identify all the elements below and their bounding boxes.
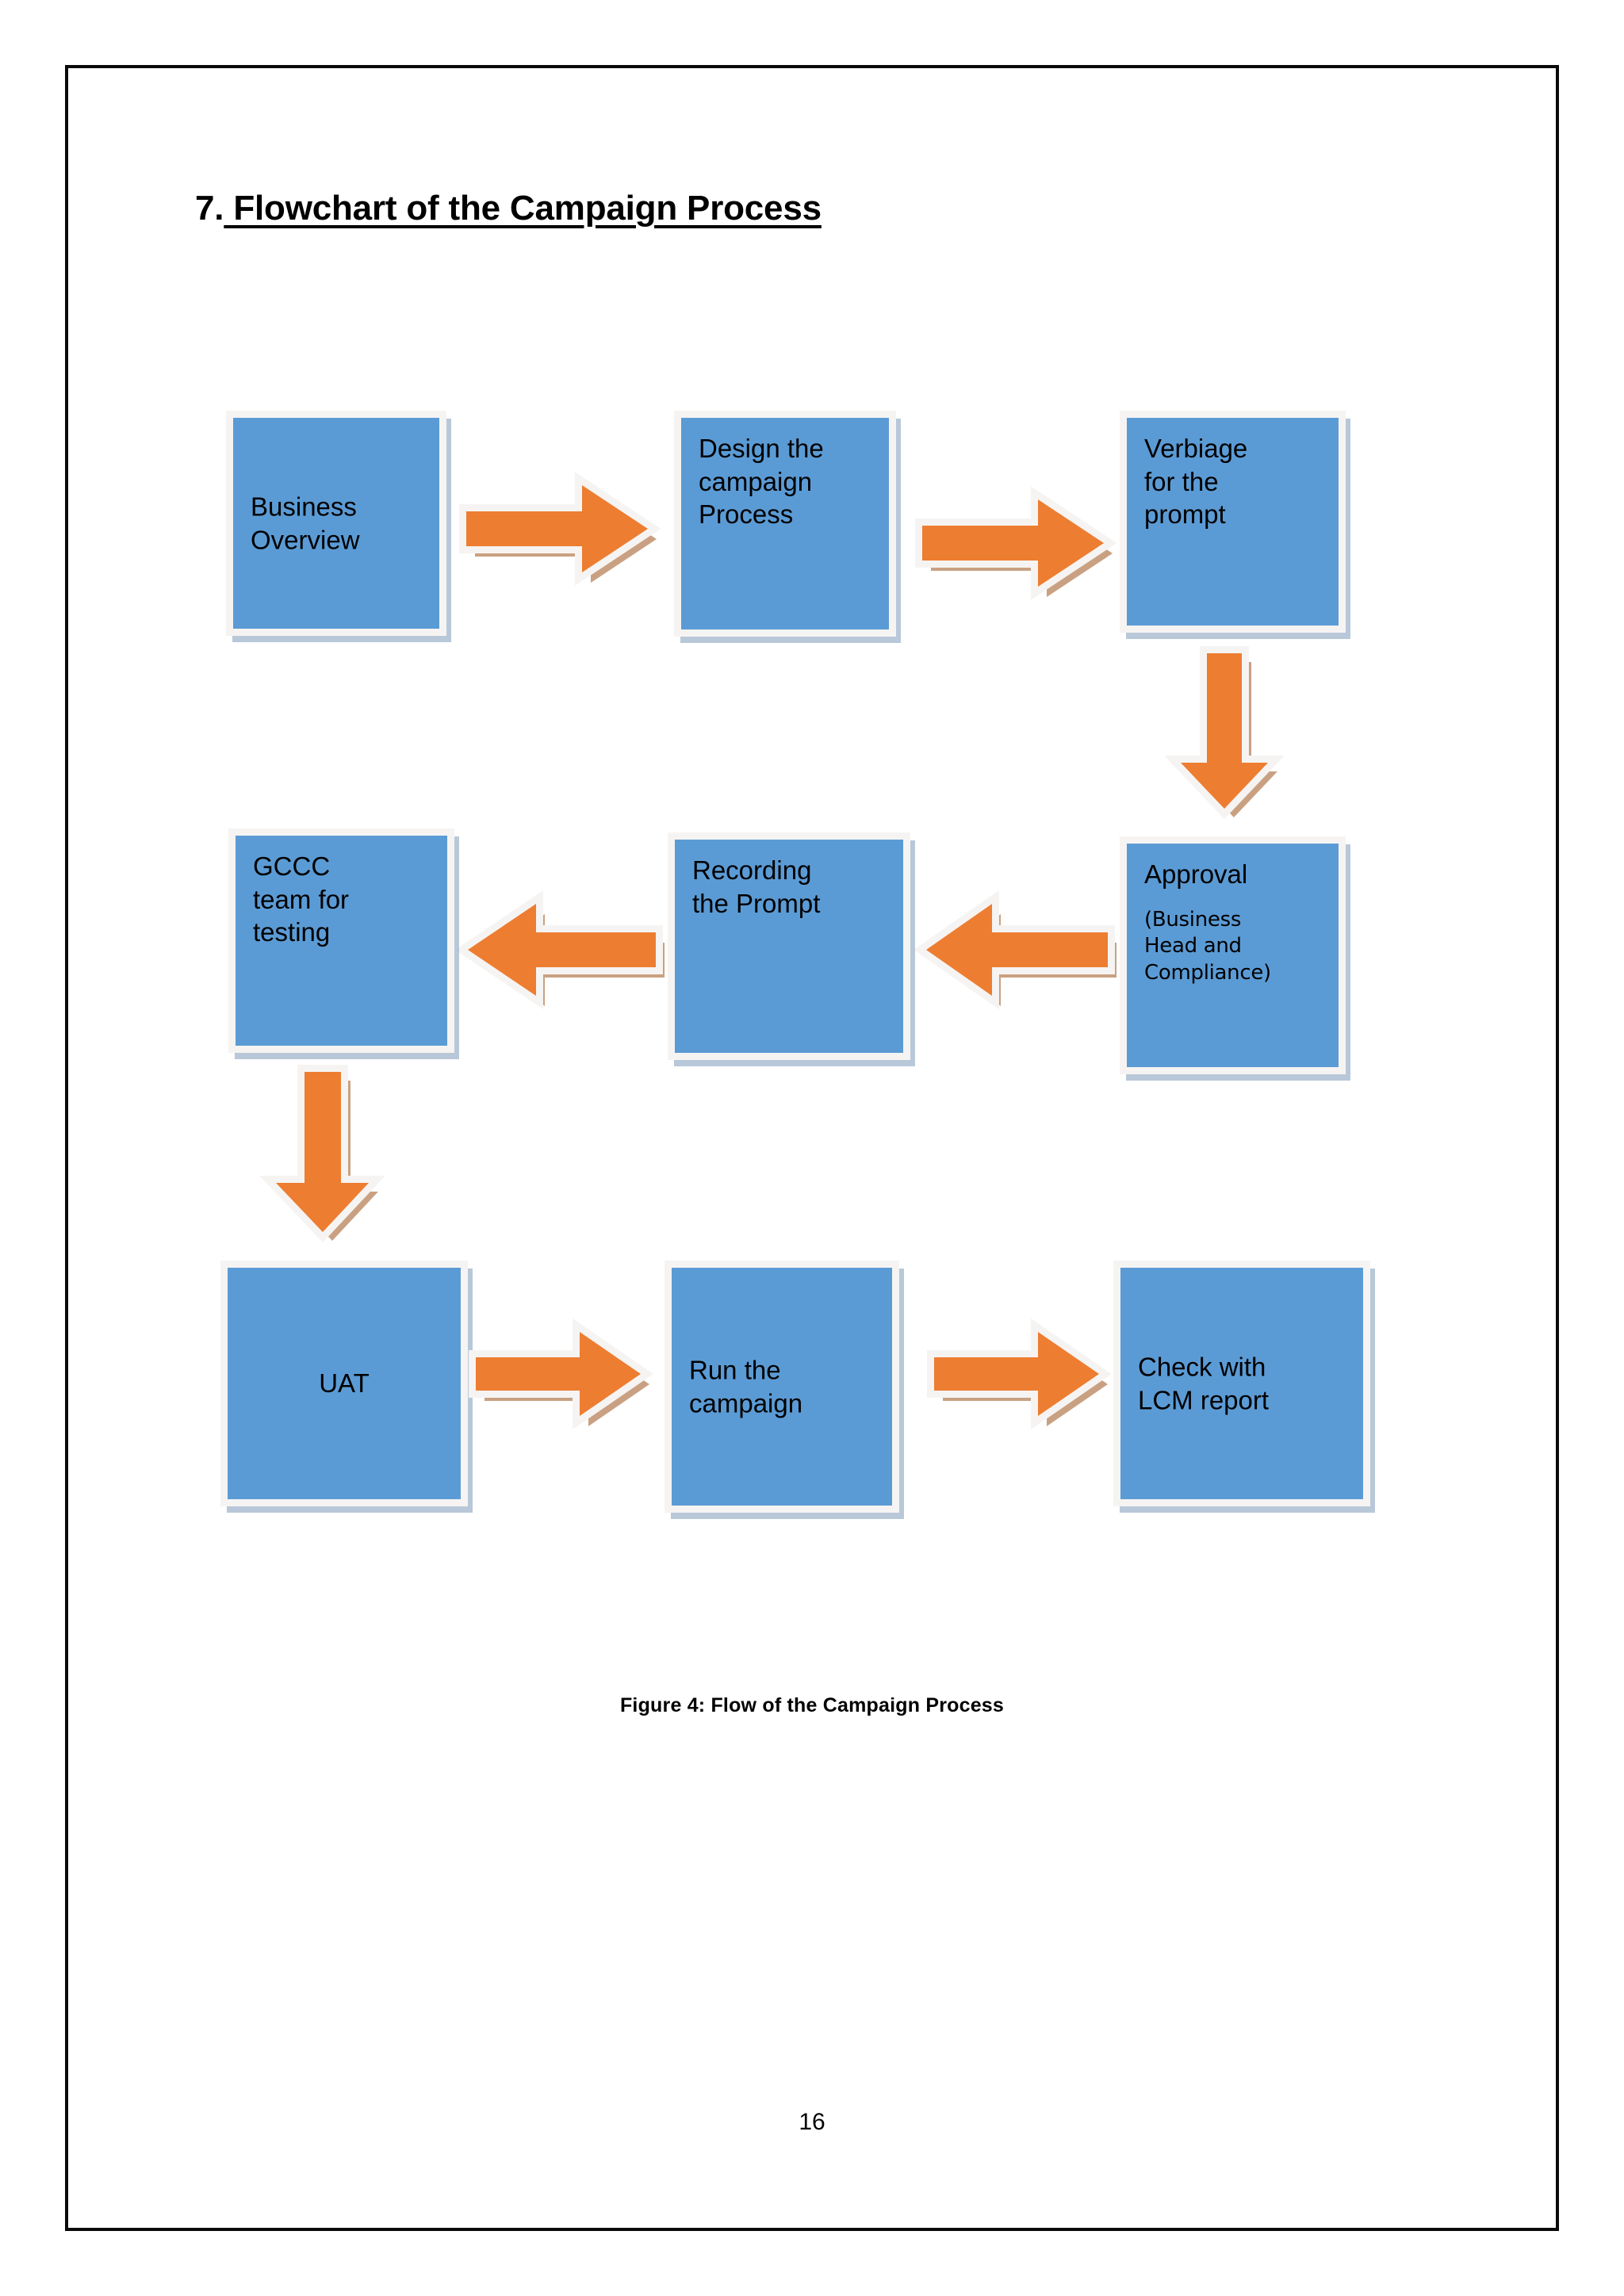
flow-node-gccc-testing-label: GCCC team for testing <box>253 850 439 949</box>
text-line: the Prompt <box>692 888 821 918</box>
text-line: Business <box>251 492 357 522</box>
text-line: campaign <box>699 466 813 496</box>
flow-arrow-right-1 <box>459 472 661 586</box>
text-line: for the <box>1144 466 1219 496</box>
flow-node-run-campaign-label: Run the campaign <box>689 1353 884 1419</box>
flow-node-business-overview[interactable]: Business Overview <box>226 411 446 636</box>
flow-node-business-overview-label: Business Overview <box>251 490 431 556</box>
flow-node-uat-label: UAT <box>228 1367 461 1400</box>
flow-node-approval[interactable]: Approval (Business Head and Compliance) <box>1120 836 1346 1074</box>
text-line: testing <box>253 917 331 947</box>
text-line: Check with <box>1138 1352 1266 1382</box>
text-line: Process <box>699 499 794 530</box>
heading-number: 7. <box>195 189 224 228</box>
text-line: Overview <box>251 525 360 554</box>
text-line: Run the <box>689 1355 781 1385</box>
flow-node-check-lcm[interactable]: Check with LCM report <box>1113 1261 1370 1506</box>
text-line: Verbiage <box>1144 434 1248 463</box>
flow-arrow-right-2 <box>915 486 1117 600</box>
flow-arrow-right-3 <box>469 1318 653 1430</box>
flow-node-uat[interactable]: UAT <box>220 1261 468 1506</box>
text-line: campaign <box>689 1388 803 1418</box>
flow-arrow-left-2 <box>454 890 665 1009</box>
text-line: GCCC <box>253 851 331 881</box>
text-line: UAT <box>319 1368 370 1399</box>
flow-node-recording-prompt-label: Recording the Prompt <box>692 854 895 920</box>
flow-node-design-campaign-label: Design the campaign Process <box>699 432 881 531</box>
heading-title: Flowchart of the Campaign Process <box>224 189 822 228</box>
section-heading: 7. Flowchart of the Campaign Process <box>195 189 822 228</box>
flow-node-verbiage-prompt-label: Verbiage for the prompt <box>1144 432 1331 531</box>
flow-arrow-down-left <box>259 1065 385 1243</box>
flow-node-verbiage-prompt[interactable]: Verbiage for the prompt <box>1120 411 1346 633</box>
flow-node-recording-prompt[interactable]: Recording the Prompt <box>668 832 910 1060</box>
text-line: Head and <box>1144 934 1242 959</box>
text-line: LCM report <box>1138 1385 1270 1414</box>
flow-arrow-down-right <box>1164 646 1285 820</box>
flow-arrow-left-1 <box>914 890 1116 1010</box>
text-line: prompt <box>1144 499 1226 530</box>
flow-node-gccc-testing[interactable]: GCCC team for testing <box>228 828 454 1053</box>
text-line: Design the <box>699 434 824 463</box>
page-number: 16 <box>799 2109 825 2135</box>
flow-node-check-lcm-label: Check with LCM report <box>1138 1350 1355 1416</box>
flow-node-run-campaign[interactable]: Run the campaign <box>665 1261 899 1513</box>
flow-node-approval-label: Approval (Business Head and Compliance) <box>1144 858 1331 987</box>
flow-node-design-campaign[interactable]: Design the campaign Process <box>674 411 896 637</box>
text-line: (Business <box>1144 907 1242 932</box>
figure-caption: Figure 4: Flow of the Campaign Process <box>619 1694 1005 1716</box>
text-line: Approval <box>1144 859 1248 889</box>
text-line: team for <box>253 884 350 914</box>
text-line: Compliance) <box>1144 961 1271 985</box>
flow-arrow-right-4 <box>927 1318 1112 1430</box>
flow-node-approval-sublabel: (Business Head and Compliance) <box>1144 907 1331 987</box>
text-line: Recording <box>692 855 812 885</box>
